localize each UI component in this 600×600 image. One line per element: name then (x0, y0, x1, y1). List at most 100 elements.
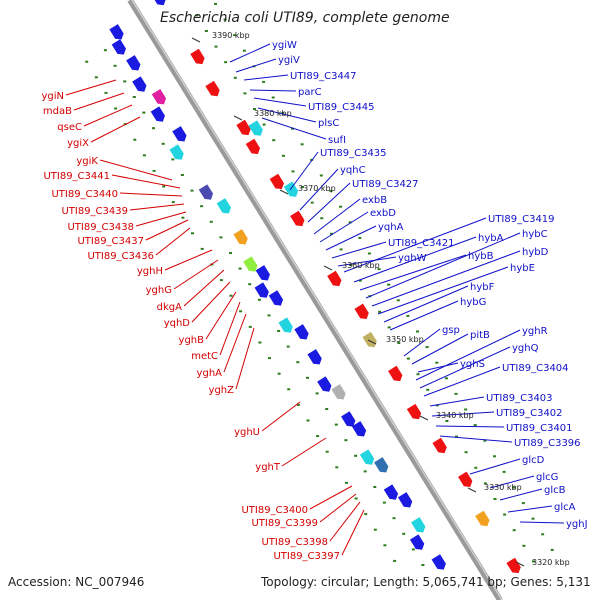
gene-feature-17[interactable] (269, 173, 286, 192)
gene-feature-8[interactable] (150, 106, 167, 124)
gene-label-UTI89_C3438[interactable]: UTI89_C3438 (67, 222, 134, 233)
gene-label-yqhA[interactable]: yqhA (378, 222, 404, 233)
gene-feature-49[interactable] (506, 557, 522, 576)
gene-label-hybG[interactable]: hybG (460, 297, 486, 308)
gene-feature-11[interactable] (169, 144, 185, 162)
gene-feature-22[interactable] (255, 265, 272, 283)
gene-label-hybD[interactable]: hybD (522, 247, 549, 258)
gene-label-ygiK[interactable]: ygiK (76, 156, 98, 167)
gene-label-glcG[interactable]: glcG (536, 472, 558, 483)
gene-feature-3[interactable] (111, 39, 128, 57)
gene-feature-32[interactable] (331, 384, 347, 402)
gene-feature-31[interactable] (317, 376, 333, 394)
gene-label-glcB[interactable]: glcB (544, 485, 566, 496)
gene-label-UTI89_C3399[interactable]: UTI89_C3399 (251, 518, 318, 529)
gene-feature-39[interactable] (432, 437, 448, 456)
gene-label-UTI89_C3397[interactable]: UTI89_C3397 (273, 551, 340, 562)
gene-feature-24[interactable] (268, 290, 285, 308)
gene-label-UTI89_C3400[interactable]: UTI89_C3400 (241, 505, 308, 516)
gene-label-hybA[interactable]: hybA (478, 233, 504, 244)
gene-label-yghJ[interactable]: yghJ (566, 519, 588, 530)
gene-label-mdaB[interactable]: mdaB (43, 106, 72, 117)
gene-label-yghR[interactable]: yghR (522, 326, 548, 337)
gene-feature-33[interactable] (388, 365, 404, 384)
gene-feature-37[interactable] (359, 449, 376, 467)
gene-feature-15[interactable] (198, 184, 215, 202)
gene-feature-1[interactable] (151, 0, 168, 8)
gene-feature-13[interactable] (248, 120, 265, 138)
gene-label-qseC[interactable]: qseC (57, 122, 82, 133)
gene-label-ygiW[interactable]: ygiW (272, 40, 297, 51)
gene-feature-27[interactable] (294, 324, 310, 342)
gene-feature-4[interactable] (126, 55, 142, 73)
gene-label-yqhD[interactable]: yqhD (164, 318, 191, 329)
gene-label-UTI89_C3419[interactable]: UTI89_C3419 (488, 214, 555, 225)
gene-label-hybB[interactable]: hybB (468, 251, 494, 262)
gene-feature-36[interactable] (406, 403, 423, 422)
gene-feature-23[interactable] (254, 282, 271, 300)
gene-feature-16[interactable] (216, 198, 233, 216)
gene-label-yghA[interactable]: yghA (197, 368, 223, 379)
gene-label-UTI89_C3437[interactable]: UTI89_C3437 (77, 236, 144, 247)
gene-label-hybE[interactable]: hybE (510, 263, 535, 274)
gene-feature-35[interactable] (351, 421, 368, 439)
gene-label-plsC[interactable]: plsC (318, 118, 339, 129)
gene-label-UTI89_C3427[interactable]: UTI89_C3427 (352, 179, 419, 190)
gene-label-hybC[interactable]: hybC (522, 229, 548, 240)
gene-label-yghB[interactable]: yghB (179, 335, 205, 346)
gene-label-yghT[interactable]: yghT (255, 462, 281, 473)
gene-label-sufI[interactable]: sufI (328, 135, 346, 146)
gene-label-UTI89_C3436[interactable]: UTI89_C3436 (87, 251, 154, 262)
gene-feature-45[interactable] (475, 510, 491, 529)
gene-feature-2[interactable] (109, 24, 125, 42)
gene-feature-20[interactable] (290, 210, 306, 229)
gene-feature-21[interactable] (243, 256, 259, 274)
gene-label-yghH[interactable]: yghH (137, 266, 163, 277)
gene-label-UTI89_C3435[interactable]: UTI89_C3435 (320, 148, 387, 159)
gene-feature-41[interactable] (397, 492, 414, 510)
gene-label-yghS[interactable]: yghS (460, 359, 485, 370)
gene-feature-46[interactable] (431, 554, 448, 572)
gene-label-yqhC[interactable]: yqhC (340, 165, 366, 176)
gene-feature-7[interactable] (151, 89, 168, 107)
gene-feature-25[interactable] (327, 270, 343, 289)
gene-label-parC[interactable]: parC (298, 87, 322, 98)
gene-feature-43[interactable] (411, 517, 427, 535)
gene-feature-44[interactable] (409, 534, 426, 552)
gene-feature-28[interactable] (354, 303, 370, 322)
gene-label-dkgA[interactable]: dkgA (157, 302, 182, 313)
gene-feature-30[interactable] (362, 331, 378, 350)
gene-feature-19[interactable] (233, 229, 249, 247)
gene-label-UTI89_C3398[interactable]: UTI89_C3398 (261, 537, 328, 548)
gene-feature-10[interactable] (172, 126, 188, 144)
gene-feature-34[interactable] (341, 411, 357, 429)
gene-label-UTI89_C3401[interactable]: UTI89_C3401 (506, 423, 573, 434)
gene-feature-29[interactable] (307, 349, 323, 367)
gene-label-UTI89_C3403[interactable]: UTI89_C3403 (486, 393, 553, 404)
gene-label-yghG[interactable]: yghG (146, 285, 172, 296)
gene-label-ygiV[interactable]: ygiV (278, 55, 300, 66)
gene-label-hybF[interactable]: hybF (470, 282, 495, 293)
gene-label-UTI89_C3439[interactable]: UTI89_C3439 (61, 206, 128, 217)
gene-label-gsp[interactable]: gsp (442, 325, 460, 336)
gene-label-metC[interactable]: metC (191, 351, 218, 362)
gene-feature-42[interactable] (458, 471, 474, 490)
gene-label-UTI89_C3445[interactable]: UTI89_C3445 (308, 102, 375, 113)
gene-feature-12[interactable] (236, 119, 252, 138)
gene-feature-38[interactable] (374, 457, 390, 475)
gene-label-UTI89_C3421[interactable]: UTI89_C3421 (388, 238, 455, 249)
gene-feature-9[interactable] (205, 80, 221, 99)
gene-feature-26[interactable] (278, 317, 294, 335)
gene-label-UTI89_C3404[interactable]: UTI89_C3404 (502, 363, 569, 374)
gene-label-UTI89_C3396[interactable]: UTI89_C3396 (514, 438, 581, 449)
gene-label-yghQ[interactable]: yghQ (512, 343, 539, 354)
gene-label-glcD[interactable]: glcD (522, 455, 545, 466)
gene-label-exbD[interactable]: exbD (370, 208, 396, 219)
gene-feature-40[interactable] (383, 484, 400, 502)
gene-label-UTI89_C3441[interactable]: UTI89_C3441 (43, 171, 110, 182)
gene-label-exbB[interactable]: exbB (362, 195, 387, 206)
gene-label-ygiN[interactable]: ygiN (41, 91, 64, 102)
gene-feature-5[interactable] (132, 76, 148, 94)
gene-label-glcA[interactable]: glcA (554, 502, 576, 513)
gene-label-yghU[interactable]: yghU (234, 427, 260, 438)
